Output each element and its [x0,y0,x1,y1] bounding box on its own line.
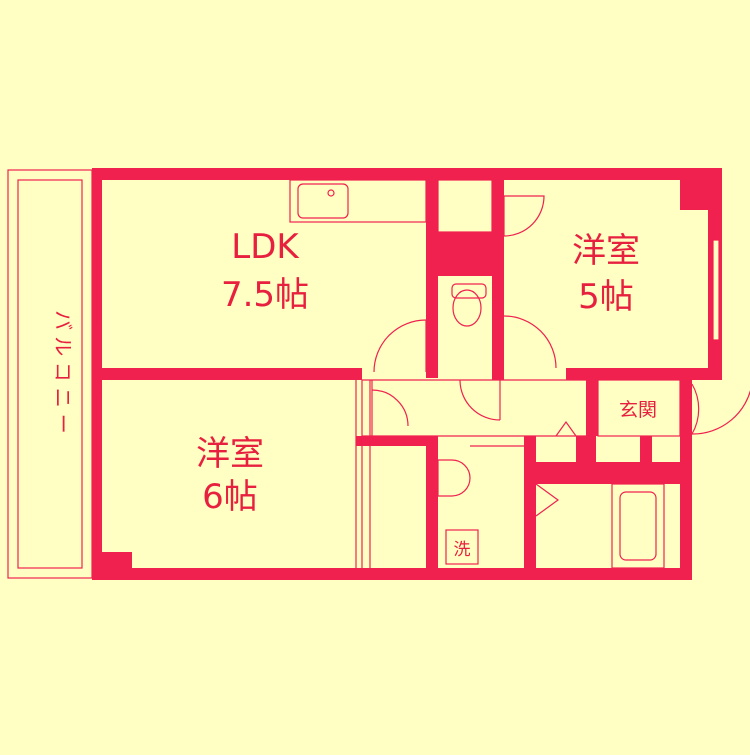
bedroom-6-size: 6帖 [202,477,258,517]
wall-col-1 [576,436,596,470]
wall-toilet-right [492,168,504,380]
wall-washroom-left [426,436,438,580]
wall-bottom [92,568,690,580]
walls [92,168,722,580]
wall-entry-right [680,380,692,440]
wall-toilet-top [426,232,504,276]
wall-bath-top [536,462,690,484]
entrance-area [597,379,681,437]
washer-label: 洗 [454,540,471,560]
balcony-label: バルコニー [51,310,75,440]
ldk-name: LDK [231,227,300,267]
wall-right-lower [680,440,692,580]
interior-lines [289,179,750,570]
kitchen-sink [297,183,349,219]
bathtub [611,483,665,569]
wall-storage-top [356,436,438,446]
ldk-size: 7.5帖 [221,275,309,315]
wall-bath-left [524,436,536,580]
wall-ldk-bed6 [92,368,362,380]
room-labels: LDK 7.5帖 洋室 5帖 洋室 6帖 玄関 洗 バルコニー [51,227,657,560]
wall-corner-tr [680,168,722,210]
entrance-label: 玄関 [619,399,657,421]
wall-entry-left [586,380,598,436]
wall-top [92,168,722,180]
wash-basin [437,459,471,497]
washer-box [445,529,479,565]
kitchen-counter [289,179,427,223]
windows [96,200,720,550]
toilet-tank [451,283,487,299]
wall-bed5-bottom [566,368,722,380]
bedroom-5-name: 洋室 [572,231,640,271]
bedroom-5-size: 5帖 [578,277,634,317]
wall-col-2 [640,436,652,470]
bedroom-6-name: 洋室 [196,434,264,474]
toilet-bowl [452,289,482,327]
